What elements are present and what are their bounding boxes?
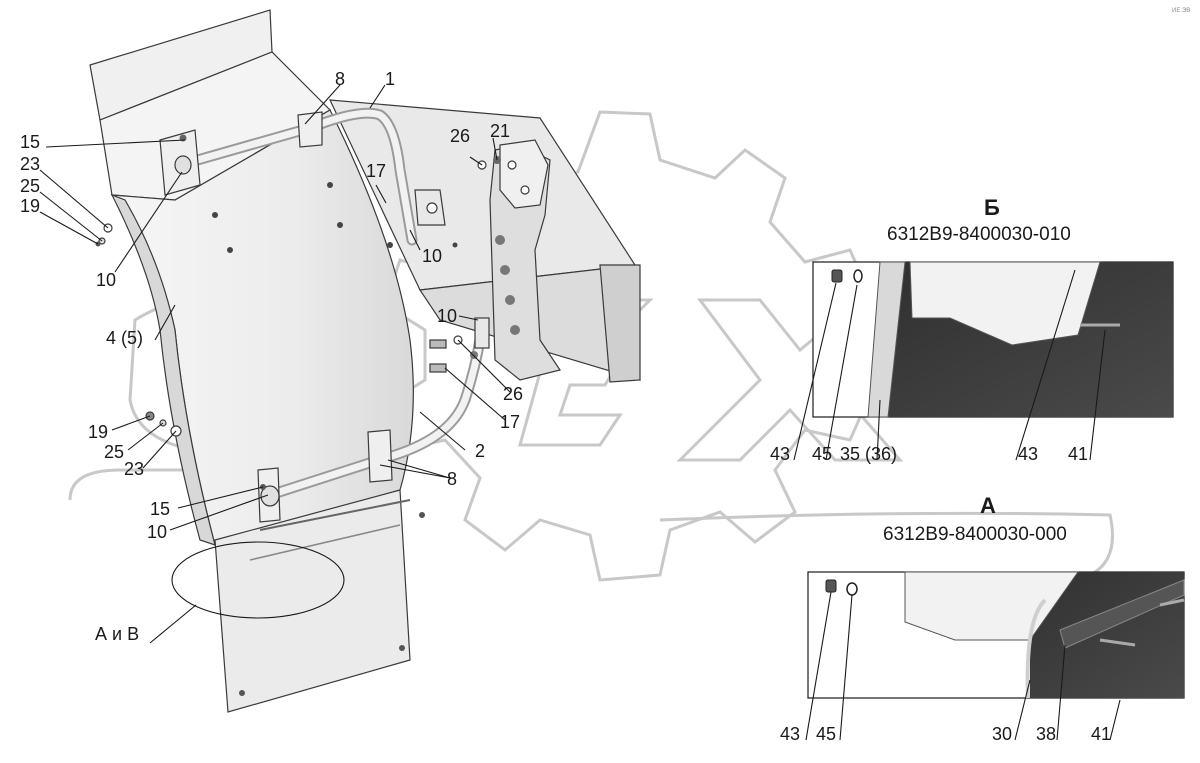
callout-2: 2 — [475, 441, 485, 461]
view-b-letter: Б — [984, 195, 1000, 220]
callout-23-bottom: 23 — [124, 459, 144, 479]
callout-15-bottom: 15 — [150, 499, 170, 519]
support-bracket-2 — [257, 317, 490, 523]
view-a-letter: А — [980, 493, 996, 518]
detail-view-b: Б 6312В9-8400030-010 43 45 35 (36) 43 41 — [770, 195, 1174, 464]
view-b-code: 6312В9-8400030-010 — [887, 224, 1071, 245]
view-a-30: 30 — [992, 724, 1012, 744]
callout-19-bottom: 19 — [88, 422, 108, 442]
callout-17-top: 17 — [366, 161, 386, 181]
callout-26-bottom: 26 — [503, 384, 523, 404]
callout-10-mid: 10 — [437, 306, 457, 326]
callout-23-top: 23 — [20, 154, 40, 174]
callout-labels: 15 23 25 19 10 8 1 17 10 26 21 10 26 17 … — [20, 8, 1190, 644]
view-a-43: 43 — [780, 724, 800, 744]
callout-19-top: 19 — [20, 196, 40, 216]
callout-10-left: 10 — [96, 270, 116, 290]
view-b-43a: 43 — [770, 444, 790, 464]
view-b-41: 41 — [1068, 444, 1088, 464]
view-a-41: 41 — [1091, 724, 1111, 744]
callout-17-bottom: 17 — [500, 412, 520, 432]
callout-10-bottom: 10 — [147, 522, 167, 542]
mud-flap — [214, 489, 411, 713]
view-a-code: 6312В9-8400030-000 — [883, 524, 1067, 545]
detail-view-a: А 6312В9-8400030-000 43 45 30 38 41 — [780, 493, 1185, 744]
view-a-45: 45 — [816, 724, 836, 744]
support-bracket-1 — [159, 107, 446, 246]
view-b-43b: 43 — [1018, 444, 1038, 464]
view-a-38: 38 — [1036, 724, 1056, 744]
leader-lines — [39, 84, 511, 644]
callout-4-5: 4 (5) — [106, 328, 143, 348]
callout-1: 1 — [385, 69, 395, 89]
view-b-35-36: 35 (36) — [840, 444, 897, 464]
callout-8-top: 8 — [335, 69, 345, 89]
corner-note: ИЕ.ЭВ — [1172, 8, 1190, 14]
callout-8-bottom: 8 — [447, 469, 457, 489]
view-b-45: 45 — [812, 444, 832, 464]
callout-a-i-v: А и В — [95, 624, 139, 644]
frame-bracket — [489, 139, 561, 381]
callout-26-top: 26 — [450, 126, 470, 146]
callout-15-top: 15 — [20, 132, 40, 152]
detail-ellipse — [171, 541, 345, 619]
callout-10-bracket: 10 — [422, 246, 442, 266]
callout-25-top: 25 — [20, 176, 40, 196]
callout-21: 21 — [490, 121, 510, 141]
callout-25-bottom: 25 — [104, 442, 124, 462]
mudguard-upper-panel — [89, 9, 331, 201]
